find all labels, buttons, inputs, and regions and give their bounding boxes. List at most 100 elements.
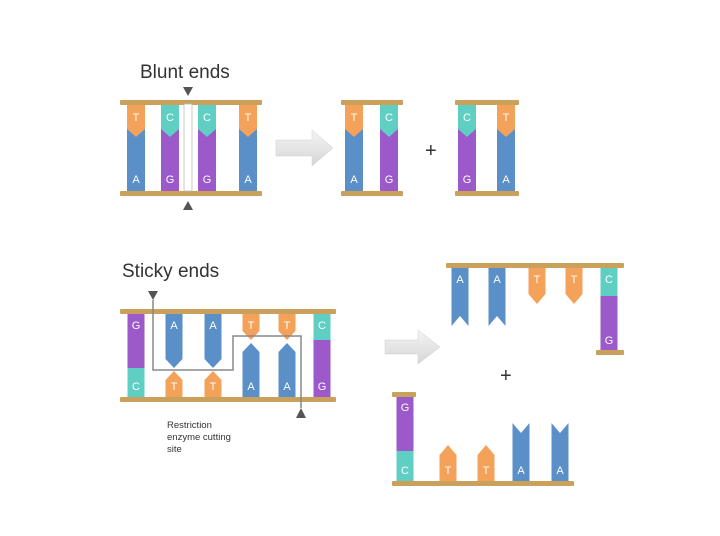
base-G-bar xyxy=(600,296,618,350)
cut-marker-top xyxy=(183,87,193,96)
cut-site-label-line1: Restriction xyxy=(167,420,212,431)
base-letter-bottom: G xyxy=(605,335,614,347)
rail-bottom xyxy=(596,350,624,355)
base-C-bar xyxy=(161,105,179,137)
fragment-base-4: CG xyxy=(600,268,618,350)
base-T-bar xyxy=(204,371,222,397)
base-G-bar xyxy=(458,127,476,191)
rail-bottom xyxy=(341,191,403,196)
base-G-bar xyxy=(313,340,331,397)
rail-bottom xyxy=(120,397,336,402)
base-letter-bottom: G xyxy=(203,174,212,186)
base-letter-bottom: A xyxy=(517,465,525,477)
sticky-pair-2: AT xyxy=(204,314,222,397)
base-letter-top: C xyxy=(385,112,393,124)
rail-top xyxy=(341,100,403,105)
base-letter-top: A xyxy=(456,274,464,286)
base-T-bar xyxy=(127,105,145,137)
base-letter-top: A xyxy=(209,320,217,332)
base-A-bar xyxy=(242,343,260,397)
rail-top xyxy=(392,392,416,397)
cut-site-label-line2: enzyme cutting xyxy=(167,432,231,443)
base-A-bar xyxy=(239,127,257,191)
rail-bottom xyxy=(120,191,262,196)
blunt-arrow-icon xyxy=(275,129,334,167)
base-G-bar xyxy=(198,127,216,191)
base-T-bar xyxy=(278,314,296,340)
base-letter-top: C xyxy=(605,274,613,286)
base-A-bar xyxy=(488,268,506,326)
base-letter-top: T xyxy=(284,320,291,332)
base-C-bar xyxy=(600,268,618,298)
base-pair-0: TA xyxy=(345,105,363,191)
base-letter-bottom: A xyxy=(132,174,140,186)
base-C-bar xyxy=(396,451,414,481)
sticky-pair-4: TA xyxy=(278,314,296,397)
fragment-base-1: A xyxy=(488,268,506,326)
base-letter-top: T xyxy=(245,112,252,124)
base-pair-3: TA xyxy=(239,105,257,191)
sticky-ends-title: Sticky ends xyxy=(122,261,219,282)
base-T-bar xyxy=(497,105,515,137)
base-letter-top: G xyxy=(132,320,141,332)
base-A-bar xyxy=(345,127,363,191)
base-A-bar xyxy=(551,423,569,481)
sticky-pair-3: TA xyxy=(242,314,260,397)
base-letter-top: A xyxy=(170,320,178,332)
base-letter-bottom: T xyxy=(210,381,217,393)
base-T-bar xyxy=(528,268,546,304)
base-T-bar xyxy=(165,371,183,397)
base-T-bar xyxy=(565,268,583,304)
rail-bottom xyxy=(392,481,574,486)
base-letter-top: T xyxy=(351,112,358,124)
base-letter-bottom: G xyxy=(463,174,472,186)
sticky-pair-5: CG xyxy=(313,314,331,397)
cut-marker-bottom xyxy=(183,201,193,210)
base-letter-bottom: A xyxy=(283,381,291,393)
base-letter-bottom: T xyxy=(171,381,178,393)
sticky-cut-marker-top xyxy=(148,291,158,300)
base-letter-bottom: A xyxy=(244,174,252,186)
base-pair-0: TA xyxy=(127,105,145,191)
rail-top xyxy=(455,100,519,105)
base-A-bar xyxy=(451,268,469,326)
base-letter-bottom: A xyxy=(556,465,564,477)
base-pair-0: CG xyxy=(458,105,476,191)
blunt-plus-sign: + xyxy=(425,140,437,162)
blunt-ends-title: Blunt ends xyxy=(140,62,230,83)
base-C-bar xyxy=(458,105,476,137)
base-letter-bottom: G xyxy=(166,174,175,186)
sticky-cut-marker-bottom xyxy=(296,408,306,418)
fragment-base-3: A xyxy=(512,423,530,481)
base-G-bar xyxy=(380,127,398,191)
base-T-bar xyxy=(439,445,457,481)
base-letter-bottom: G xyxy=(318,381,327,393)
base-T-bar xyxy=(242,314,260,340)
base-C-bar xyxy=(198,105,216,137)
base-G-bar xyxy=(127,314,145,370)
fragment-base-1: T xyxy=(439,445,457,481)
base-pair-2: CG xyxy=(198,105,216,191)
sticky-pair-0: GC xyxy=(127,314,145,397)
rail-top xyxy=(446,263,624,268)
base-A-bar xyxy=(165,314,183,368)
rail-top xyxy=(120,100,262,105)
base-C-bar xyxy=(380,105,398,137)
fragment-base-0: A xyxy=(451,268,469,326)
fragment-base-3: T xyxy=(565,268,583,304)
base-C-bar xyxy=(313,314,331,342)
fragment-base-2: T xyxy=(477,445,495,481)
base-letter-top: T xyxy=(248,320,255,332)
base-A-bar xyxy=(497,127,515,191)
base-letter-top: C xyxy=(318,320,326,332)
sticky-pair-1: AT xyxy=(165,314,183,397)
base-letter-top: T xyxy=(133,112,140,124)
base-letter-top: C xyxy=(463,112,471,124)
base-pair-1: TA xyxy=(497,105,515,191)
base-G-bar xyxy=(161,127,179,191)
